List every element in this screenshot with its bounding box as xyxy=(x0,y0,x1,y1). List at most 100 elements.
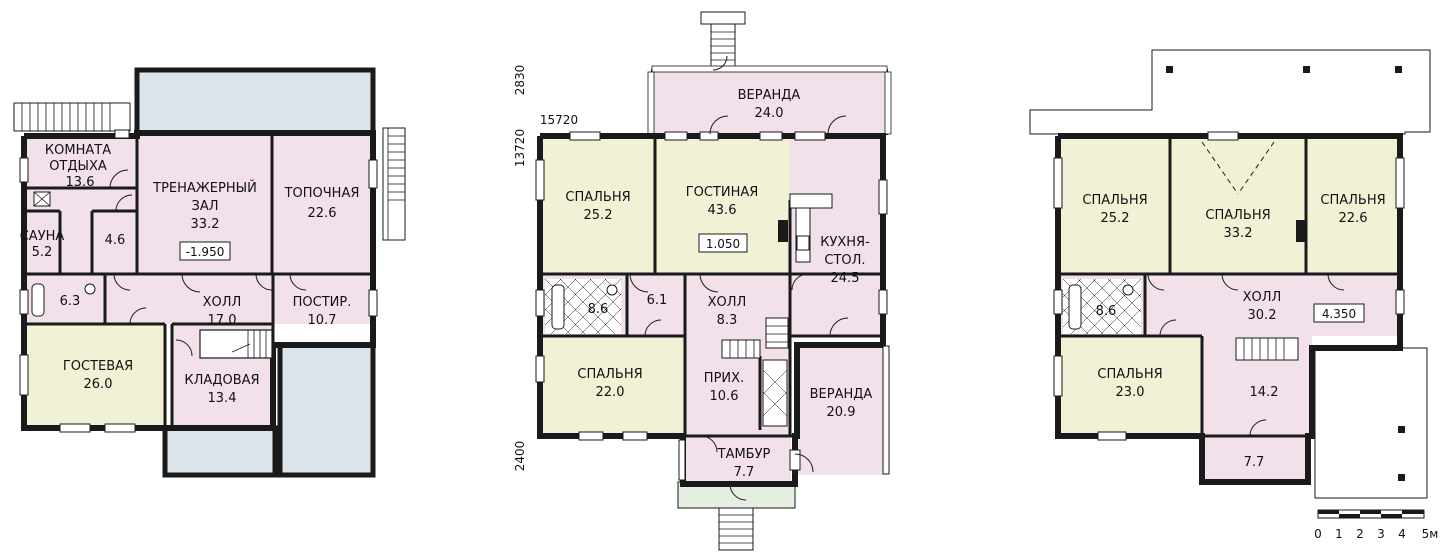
toilet-icon xyxy=(1122,284,1134,296)
room-bed2 xyxy=(540,336,685,436)
room-area: 10.6 xyxy=(710,389,739,404)
room-area: 17.0 xyxy=(208,313,237,328)
scale-tick: 1 xyxy=(1335,527,1343,541)
level-value: -1.950 xyxy=(186,245,225,259)
room-area: 43.6 xyxy=(708,203,737,218)
roof-outline xyxy=(1314,347,1428,499)
room-area: 4.6 xyxy=(105,233,126,248)
scale-tick: 4 xyxy=(1398,527,1406,541)
room-veranda-side xyxy=(797,345,883,475)
bathtub-icon xyxy=(1068,284,1082,330)
windows xyxy=(535,131,890,481)
scale-tick: 5м xyxy=(1422,527,1439,541)
room-area: 25.2 xyxy=(1101,211,1130,226)
dimension-bottom: 2400 xyxy=(513,441,527,472)
room-area: 6.1 xyxy=(647,293,668,308)
room-label: СТОЛ. xyxy=(824,253,865,268)
doors xyxy=(629,55,849,501)
room-label: ТАМБУР xyxy=(717,447,771,462)
room-label: ГОСТИНАЯ xyxy=(686,185,759,200)
level-marker xyxy=(1313,303,1365,323)
room-area: 22.0 xyxy=(596,385,625,400)
room-area: 13.4 xyxy=(208,391,237,406)
toilet-icon xyxy=(84,283,96,295)
stair xyxy=(199,329,273,359)
light-well xyxy=(134,67,376,136)
room-area: 26.0 xyxy=(84,377,113,392)
level-value: 1.050 xyxy=(706,237,740,251)
kitchen-counter xyxy=(795,207,811,263)
light-well xyxy=(162,425,278,478)
interior-walls xyxy=(24,136,373,428)
level-value: 4.350 xyxy=(1322,307,1356,321)
room-bed2 xyxy=(1170,136,1306,274)
room-area: 6.3 xyxy=(60,294,81,309)
stove-icon xyxy=(796,235,810,251)
room-area: 13.6 xyxy=(66,175,95,190)
room-area: 5.2 xyxy=(32,245,53,260)
level-marker xyxy=(179,241,231,261)
interior-walls xyxy=(540,136,883,438)
room-area: 33.2 xyxy=(191,217,220,232)
interior-walls xyxy=(1058,136,1400,438)
upper-floor-plan: СПАЛЬНЯ 25.2 СПАЛЬНЯ 33.2 СПАЛЬНЯ 22.6 8… xyxy=(1029,49,1431,499)
room-label: ХОЛЛ xyxy=(203,295,242,310)
windows xyxy=(19,129,378,433)
room-label: ПРИХ. xyxy=(704,371,744,386)
room-bed4 xyxy=(1058,336,1202,436)
room-label: ХОЛЛ xyxy=(1243,290,1282,305)
dimension-top: 2830 xyxy=(513,65,527,96)
room-guest xyxy=(24,324,165,428)
fireplace-icon xyxy=(778,220,788,242)
room-area: 8.6 xyxy=(1096,304,1117,319)
room-vestibule xyxy=(683,436,791,481)
room-area: 10.7 xyxy=(308,313,337,328)
terrace-slats xyxy=(21,103,111,131)
room-label: СПАЛЬНЯ xyxy=(1082,193,1147,208)
doors xyxy=(109,169,307,357)
stair xyxy=(721,339,761,359)
scale-bar: 0 1 2 3 4 5м xyxy=(1314,509,1439,541)
room-label: ПОСТИР. xyxy=(293,295,352,310)
room-label: СПАЛЬНЯ xyxy=(1205,208,1270,223)
stair xyxy=(1235,337,1299,361)
room-bed3 xyxy=(1306,136,1400,274)
stair xyxy=(765,317,789,349)
room-label: ВЕРАНДА xyxy=(738,88,801,103)
scale-tick: 2 xyxy=(1356,527,1364,541)
room-area: 7.7 xyxy=(734,465,755,480)
room-area: 22.6 xyxy=(1339,211,1368,226)
room-label: СПАЛЬНЯ xyxy=(1097,367,1162,382)
toilet-icon xyxy=(606,284,618,296)
room-area: 20.9 xyxy=(827,405,856,420)
room-area: 33.2 xyxy=(1224,226,1253,241)
room-label: ГОСТЕВАЯ xyxy=(63,359,133,374)
room-boiler xyxy=(272,136,373,274)
closet-tiles xyxy=(762,359,788,427)
room-area: 30.2 xyxy=(1248,308,1277,323)
room-area: 24.0 xyxy=(755,106,784,121)
room-hall xyxy=(24,274,373,324)
room-label: СПАЛЬНЯ xyxy=(577,367,642,382)
room-area: 23.0 xyxy=(1116,385,1145,400)
dimension-width: 15720 xyxy=(540,113,578,127)
terrace xyxy=(13,102,131,132)
porch-stair xyxy=(700,11,746,25)
doors xyxy=(1147,273,1345,437)
level-marker xyxy=(698,233,748,253)
room-label: КЛАДОВАЯ xyxy=(184,373,259,388)
scale-tick: 3 xyxy=(1377,527,1385,541)
room-label: ТОПОЧНАЯ xyxy=(284,186,360,201)
room-label: КУХНЯ- xyxy=(820,235,870,250)
kitchen-counter xyxy=(789,193,833,209)
ground-floor-plan: 2830 15720 13720 2400 ВЕРАНДА 24.0 СПАЛЬ… xyxy=(513,11,892,551)
room-area: 14.2 xyxy=(1250,385,1279,400)
room-bed1 xyxy=(540,136,655,274)
room-area: 24.5 xyxy=(831,271,860,286)
room-rest xyxy=(24,136,137,188)
roof-outline xyxy=(1029,49,1431,135)
room-area: 22.6 xyxy=(308,206,337,221)
scale-tick: 0 xyxy=(1314,527,1322,541)
